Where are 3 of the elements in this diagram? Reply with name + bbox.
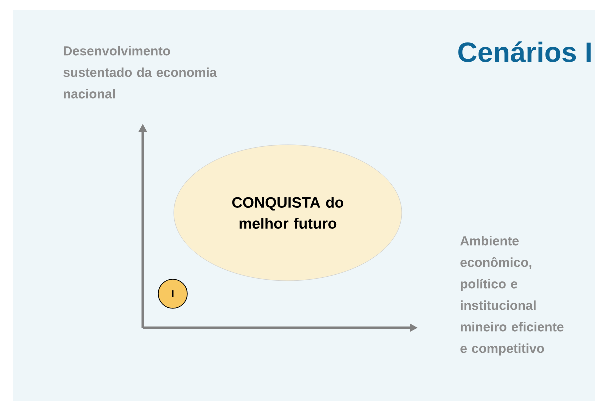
axis-label: Desenvolvimento sustentado da economia nacional	[64, 46, 218, 99]
slide-title: Cenários I	[458, 42, 591, 62]
axis-label: Ambiente econômico, político e institucional mineiro eficiente e competitivo	[460, 236, 564, 356]
